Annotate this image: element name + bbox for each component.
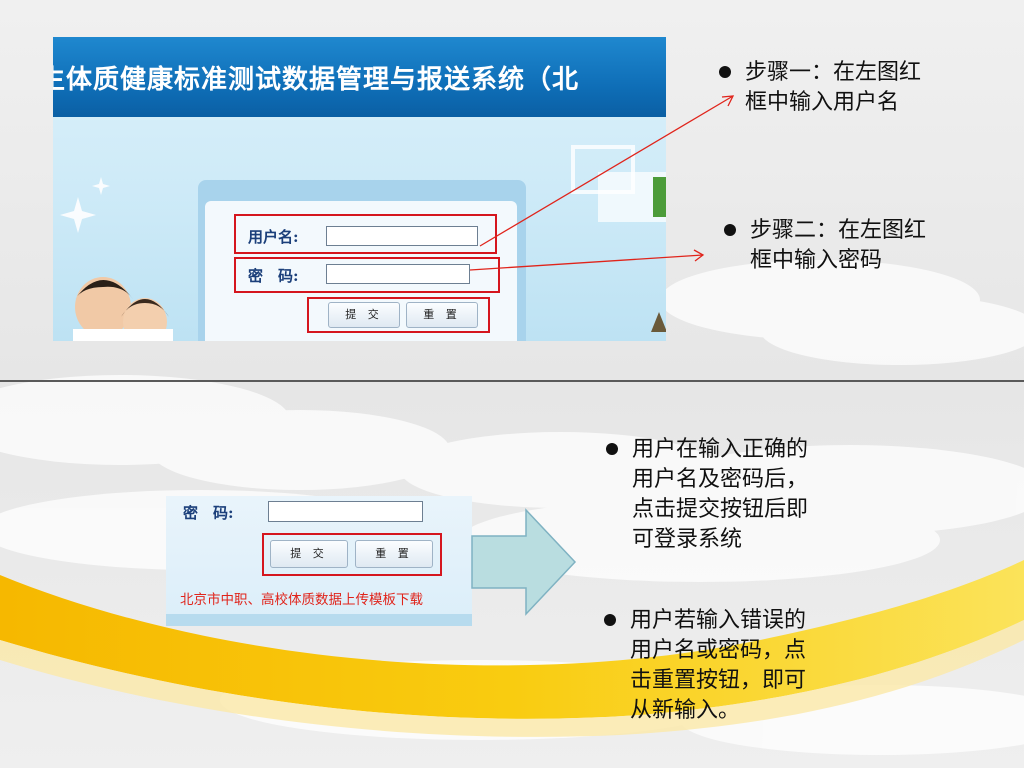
note2-line4: 从新输入。 — [630, 698, 741, 723]
reset-button[interactable]: 重 置 — [406, 302, 478, 328]
note2-line1: 用户若输入错误的 — [630, 608, 807, 633]
bullet-dot — [606, 443, 618, 455]
section-divider — [0, 380, 1024, 382]
password-highlight-box — [234, 257, 500, 293]
arrow-to-step1 — [479, 95, 734, 247]
banner-title: 生体质健康标准测试数据管理与报送系统（北 — [53, 65, 580, 95]
note1-line3: 点击提交按钮后即 — [632, 497, 809, 522]
note1-line2: 用户名及密码后， — [632, 467, 809, 492]
banner-decoration — [60, 145, 666, 341]
step2-line1: 步骤二：在左图红 — [750, 218, 927, 243]
login-screenshot-bottom: 密 码: 提 交 重 置 北京市中职、高校体质数据上传模板下载 — [166, 496, 472, 626]
buttons-highlight-box — [307, 297, 490, 333]
buttons-highlight-box — [262, 533, 442, 576]
kids-image — [73, 277, 173, 341]
step1-bullet: 步骤一：在左图红 框中输入用户名 — [719, 58, 922, 118]
note2-line2: 用户名或密码，点 — [630, 638, 807, 663]
submit-button[interactable]: 提 交 — [328, 302, 400, 328]
password-input[interactable] — [326, 264, 470, 284]
step1-line2: 框中输入用户名 — [745, 90, 900, 115]
password-label: 密 码: — [183, 504, 234, 522]
submit-button[interactable]: 提 交 — [270, 540, 348, 568]
password-label: 密 码: — [248, 267, 299, 285]
note1-line4: 可登录系统 — [632, 527, 743, 552]
bottom-band — [166, 614, 472, 626]
bullet-dot — [724, 224, 736, 236]
step2-line2: 框中输入密码 — [750, 248, 883, 273]
login-screenshot-top: 生体质健康标准测试数据管理与报送系统（北 用户名: 密 码: 提 交 重 置 — [53, 37, 666, 341]
note2-bullet: 用户若输入错误的 用户名或密码，点 击重置按钮，即可 从新输入。 — [604, 606, 807, 726]
note2-line3: 击重置按钮，即可 — [630, 668, 807, 693]
note1-line1: 用户在输入正确的 — [632, 437, 809, 462]
bullet-dot — [719, 66, 731, 78]
template-download-link[interactable]: 北京市中职、高校体质数据上传模板下载 — [180, 592, 423, 608]
right-arrow-icon — [471, 508, 577, 616]
bullet-dot — [604, 614, 616, 626]
system-banner: 生体质健康标准测试数据管理与报送系统（北 — [53, 37, 666, 117]
reset-button[interactable]: 重 置 — [355, 540, 433, 568]
username-highlight-box — [234, 214, 497, 254]
yellow-swoosh — [0, 560, 1024, 719]
arrow-to-step2 — [469, 254, 704, 271]
username-label: 用户名: — [248, 228, 299, 246]
step2-bullet: 步骤二：在左图红 框中输入密码 — [724, 216, 927, 276]
username-input[interactable] — [326, 226, 478, 246]
step1-line1: 步骤一：在左图红 — [745, 60, 922, 85]
note1-bullet: 用户在输入正确的 用户名及密码后， 点击提交按钮后即 可登录系统 — [606, 435, 809, 555]
password-input[interactable] — [268, 501, 423, 522]
